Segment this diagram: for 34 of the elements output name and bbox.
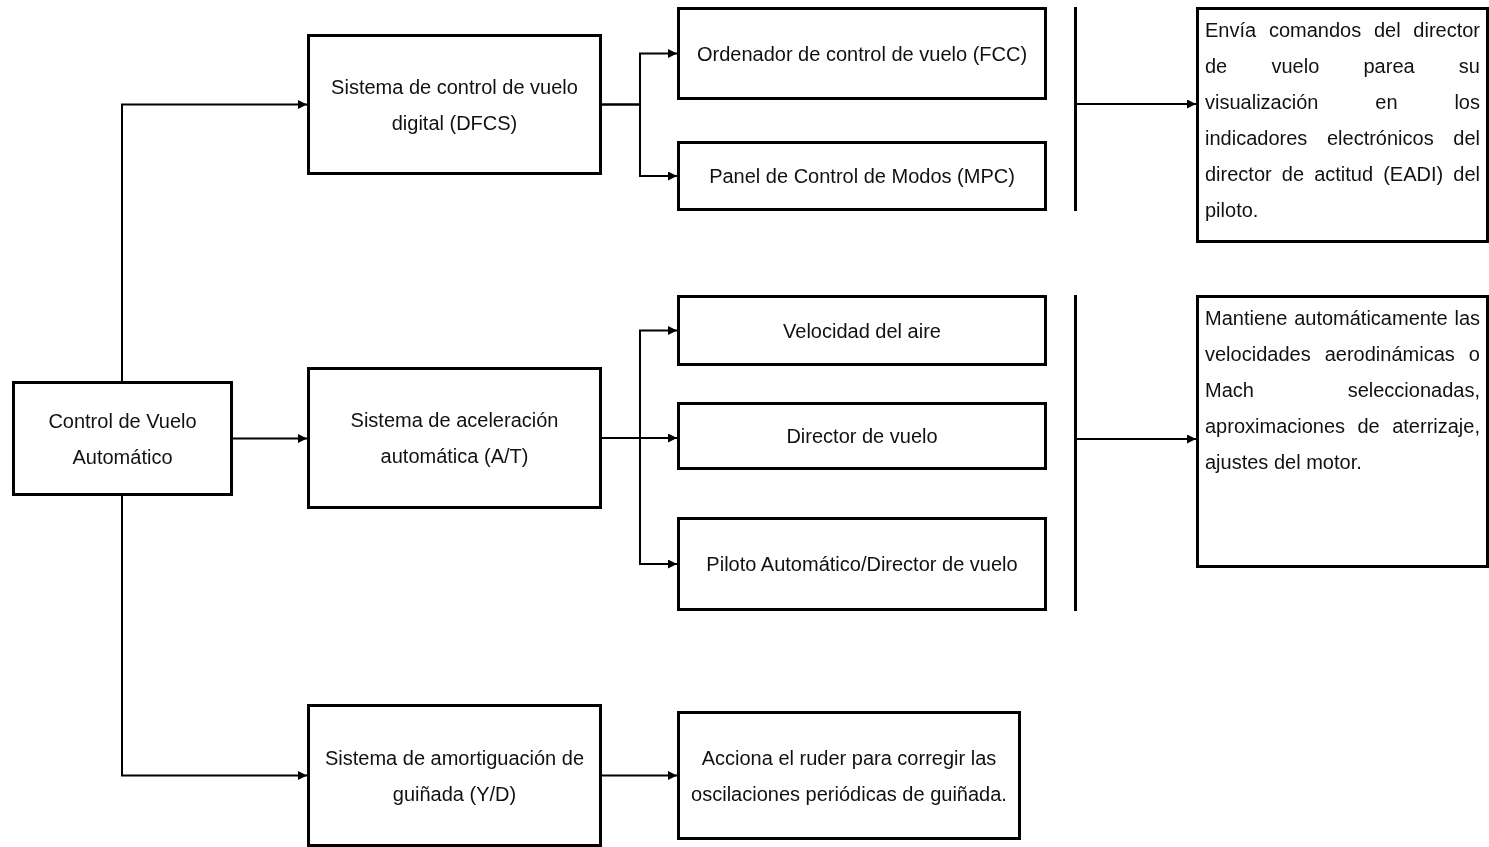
arrow bbox=[601, 437, 678, 569]
process-box bbox=[677, 402, 1047, 470]
node-text: Piloto Automático/Director de vuelo bbox=[705, 552, 1019, 577]
node-text: Sistema de amortiguación de guiñada (Y/D) bbox=[323, 745, 585, 807]
arrow bbox=[601, 103, 678, 181]
process-box bbox=[677, 7, 1047, 100]
node-text: Sistema de control de vuelo digital (DFCS) bbox=[330, 74, 579, 136]
text-box bbox=[1196, 295, 1489, 568]
node-text: Sistema de aceleración automática (A/T) bbox=[349, 408, 560, 469]
arrow bbox=[1076, 434, 1197, 444]
node-text: Control de Vuelo Automático bbox=[47, 408, 198, 470]
bracket-bar bbox=[1074, 7, 1077, 211]
process-box bbox=[677, 711, 1021, 840]
process-box bbox=[307, 34, 602, 175]
arrow bbox=[232, 434, 308, 443]
node-text: Acciona el ruder para corregir las oscilaciones periódicas de guiñada. bbox=[690, 745, 1008, 807]
node-text: Envía comandos del director de vuelo parea su visualización en los indicadores electrónicos del director de actitud (EADI) del piloto. bbox=[1205, 18, 1480, 223]
arrow bbox=[1076, 99, 1197, 109]
arrow bbox=[601, 771, 678, 780]
node-text: Panel de Control de Modos (MPC) bbox=[708, 164, 1016, 189]
node-text: Director de vuelo bbox=[785, 424, 939, 449]
process-box bbox=[677, 295, 1047, 366]
node-text: Ordenador de control de vuelo (FCC) bbox=[695, 41, 1029, 67]
node-text: Velocidad del aire bbox=[782, 318, 942, 344]
arrow bbox=[121, 495, 308, 780]
text-box bbox=[1196, 7, 1489, 243]
node-text: Mantiene automáticamente las velocidades aerodinámicas o Mach seleccionadas, aproximaciones de aterrizaje, ajustes del motor. bbox=[1205, 306, 1480, 475]
process-box bbox=[12, 381, 233, 496]
bracket-bar bbox=[1074, 295, 1077, 611]
arrow bbox=[121, 100, 308, 382]
process-box bbox=[677, 517, 1047, 611]
process-box bbox=[307, 367, 602, 509]
process-box bbox=[677, 141, 1047, 211]
process-box bbox=[307, 704, 602, 847]
